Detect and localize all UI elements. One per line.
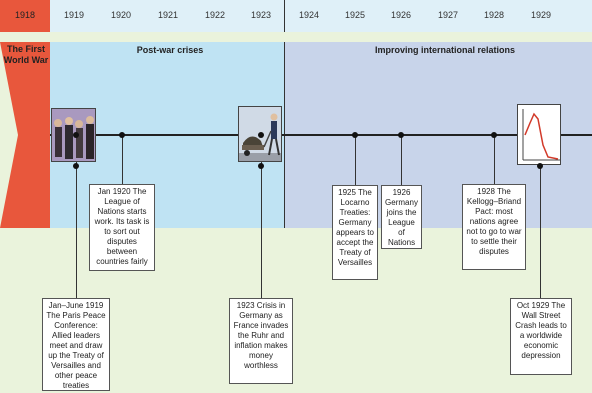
year-1926: 1926 bbox=[390, 10, 412, 20]
event-kellogg-1928: 1928 The Kellogg–Briand Pact: most natio… bbox=[462, 184, 526, 270]
dot-locarno bbox=[352, 132, 358, 138]
improving-label: Improving international relations bbox=[374, 45, 516, 55]
connector-ruhr bbox=[261, 162, 262, 298]
postwar-label: Post-war crises bbox=[136, 45, 204, 55]
year-1928: 1928 bbox=[483, 10, 505, 20]
dot-ruhr-bottom bbox=[258, 163, 264, 169]
connector-locarno bbox=[355, 135, 356, 185]
year-1929: 1929 bbox=[530, 10, 552, 20]
year-1927: 1927 bbox=[437, 10, 459, 20]
connector-paris bbox=[76, 162, 77, 298]
dot-league1926 bbox=[398, 132, 404, 138]
event-paris-1919: Jan–June 1919 The Paris Peace Conference… bbox=[42, 298, 110, 391]
dot-paris-top bbox=[73, 132, 79, 138]
dot-kellogg bbox=[491, 132, 497, 138]
event-league-1920: Jan 1920 The League of Nations starts wo… bbox=[89, 184, 155, 271]
timeline-axis bbox=[50, 134, 592, 136]
year-1920: 1920 bbox=[110, 10, 132, 20]
dot-crash bbox=[537, 163, 543, 169]
event-ruhr-1923: 1923 Crisis in Germany as France invades… bbox=[229, 298, 293, 384]
year-1919: 1919 bbox=[63, 10, 85, 20]
dot-ruhr-top bbox=[258, 132, 264, 138]
event-crash-1929: Oct 1929 The Wall Street Crash leads to … bbox=[510, 298, 572, 375]
year-1918: 1918 bbox=[14, 10, 36, 20]
connector-kellogg bbox=[494, 135, 495, 184]
header-divider bbox=[284, 0, 285, 32]
connector-league1920 bbox=[122, 135, 123, 184]
ww1-label: The First World War bbox=[3, 44, 49, 65]
crash-graph-image bbox=[517, 104, 561, 165]
year-1922: 1922 bbox=[204, 10, 226, 20]
event-locarno-1925: 1925 The Locarno Treaties: Germany appea… bbox=[332, 185, 378, 280]
event-league-1926: 1926 Germany joins the League of Nations bbox=[381, 185, 422, 249]
connector-crash bbox=[540, 165, 541, 298]
dot-paris-bottom bbox=[73, 163, 79, 169]
header-1918-cell bbox=[0, 0, 50, 32]
dot-league1920 bbox=[119, 132, 125, 138]
year-1921: 1921 bbox=[157, 10, 179, 20]
year-1923: 1923 bbox=[250, 10, 272, 20]
year-1924: 1924 bbox=[298, 10, 320, 20]
ww1-arrow bbox=[0, 42, 50, 228]
connector-league1926 bbox=[401, 135, 402, 185]
year-1925: 1925 bbox=[344, 10, 366, 20]
year-header bbox=[0, 0, 592, 32]
